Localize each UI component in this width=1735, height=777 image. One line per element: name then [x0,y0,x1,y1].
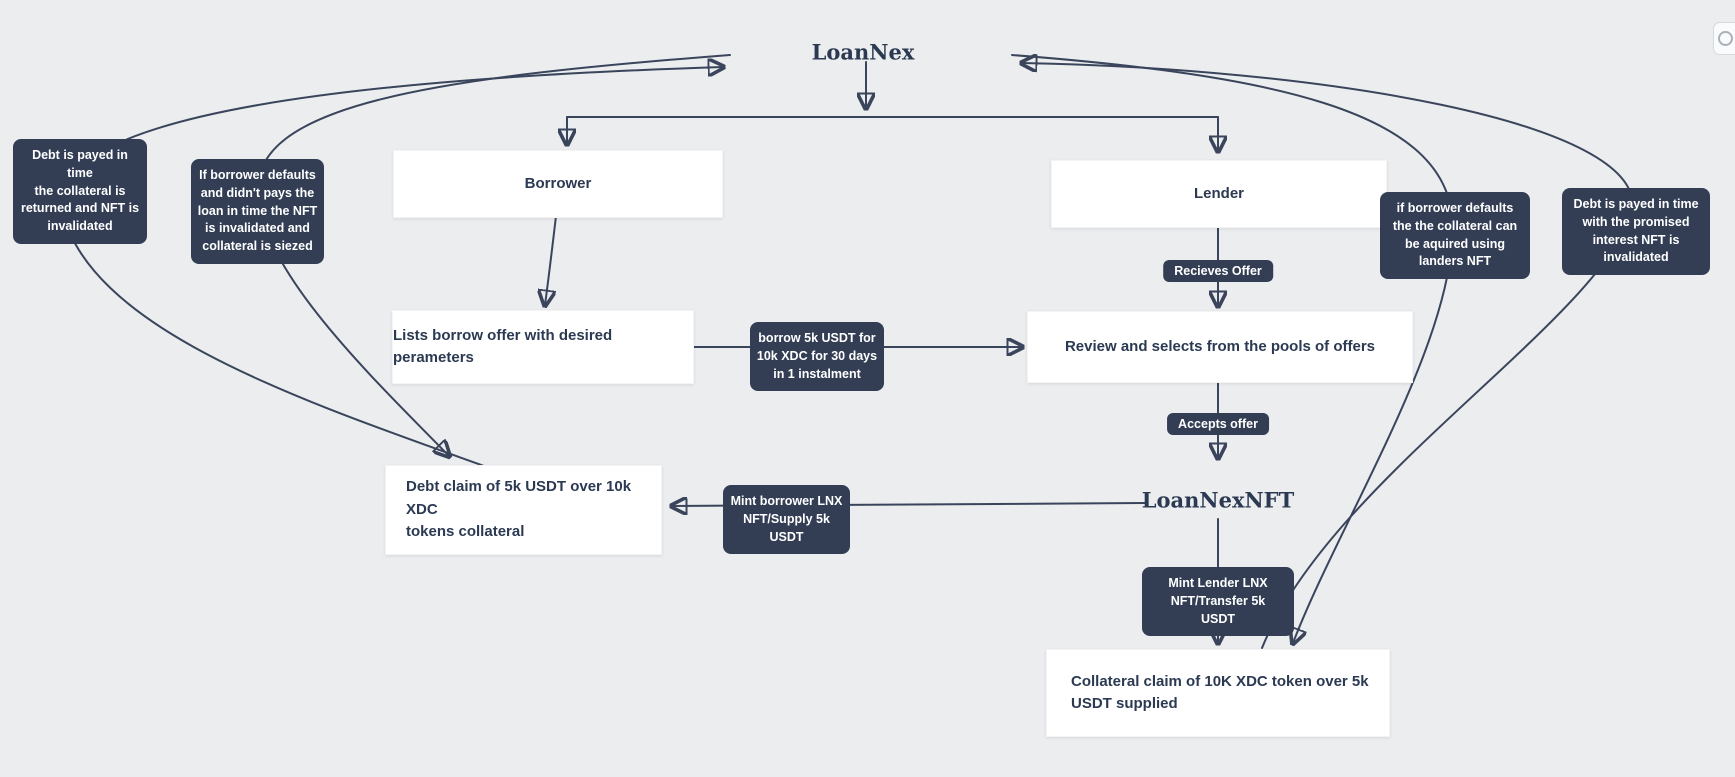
edge-label-mint-lender: Mint Lender LNX NFT/Transfer 5k USDT [1142,567,1294,637]
edge-label-accepts-offer: Accepts offer [1167,413,1269,435]
edge-label-mint-borrower: Mint borrower LNX NFT/Supply 5k USDT [723,485,850,555]
edge-debtclaim-loannex [60,67,723,468]
edge-label-borrower-defaults-left: If borrower defaults and didn't pays the… [191,159,324,264]
node-lists-offer: Lists borrow offer with desired peramete… [392,310,694,384]
corner-button[interactable] [1713,22,1735,55]
edge-loannex-debtclaim [256,54,731,456]
edge-borrower-lists [545,215,557,305]
node-review-offers: Review and selects from the pools of off… [1027,311,1413,383]
node-loannex-title: LoanNex [811,39,915,65]
node-loannexnft-title: LoanNexNFT [1141,487,1295,513]
edge-label-recieves-offer: Recieves Offer [1163,260,1273,282]
edge-label-borrow-terms: borrow 5k USDT for 10k XDC for 30 days i… [750,322,884,392]
node-lender: Lender [1051,160,1387,228]
circle-icon [1717,31,1733,46]
edge-label-debt-paid-left: Debt is payed in time the collateral is … [13,139,147,244]
node-borrower: Borrower [393,150,723,218]
node-debt-claim: Debt claim of 5k USDT over 10k XDC token… [385,465,662,555]
edge-label-debt-paid-right: Debt is payed in time with the promised … [1562,188,1710,275]
node-collateral-claim: Collateral claim of 10K XDC token over 5… [1046,649,1390,737]
edge-label-borrower-defaults-right: if borrower defaults the the collateral … [1380,192,1530,279]
